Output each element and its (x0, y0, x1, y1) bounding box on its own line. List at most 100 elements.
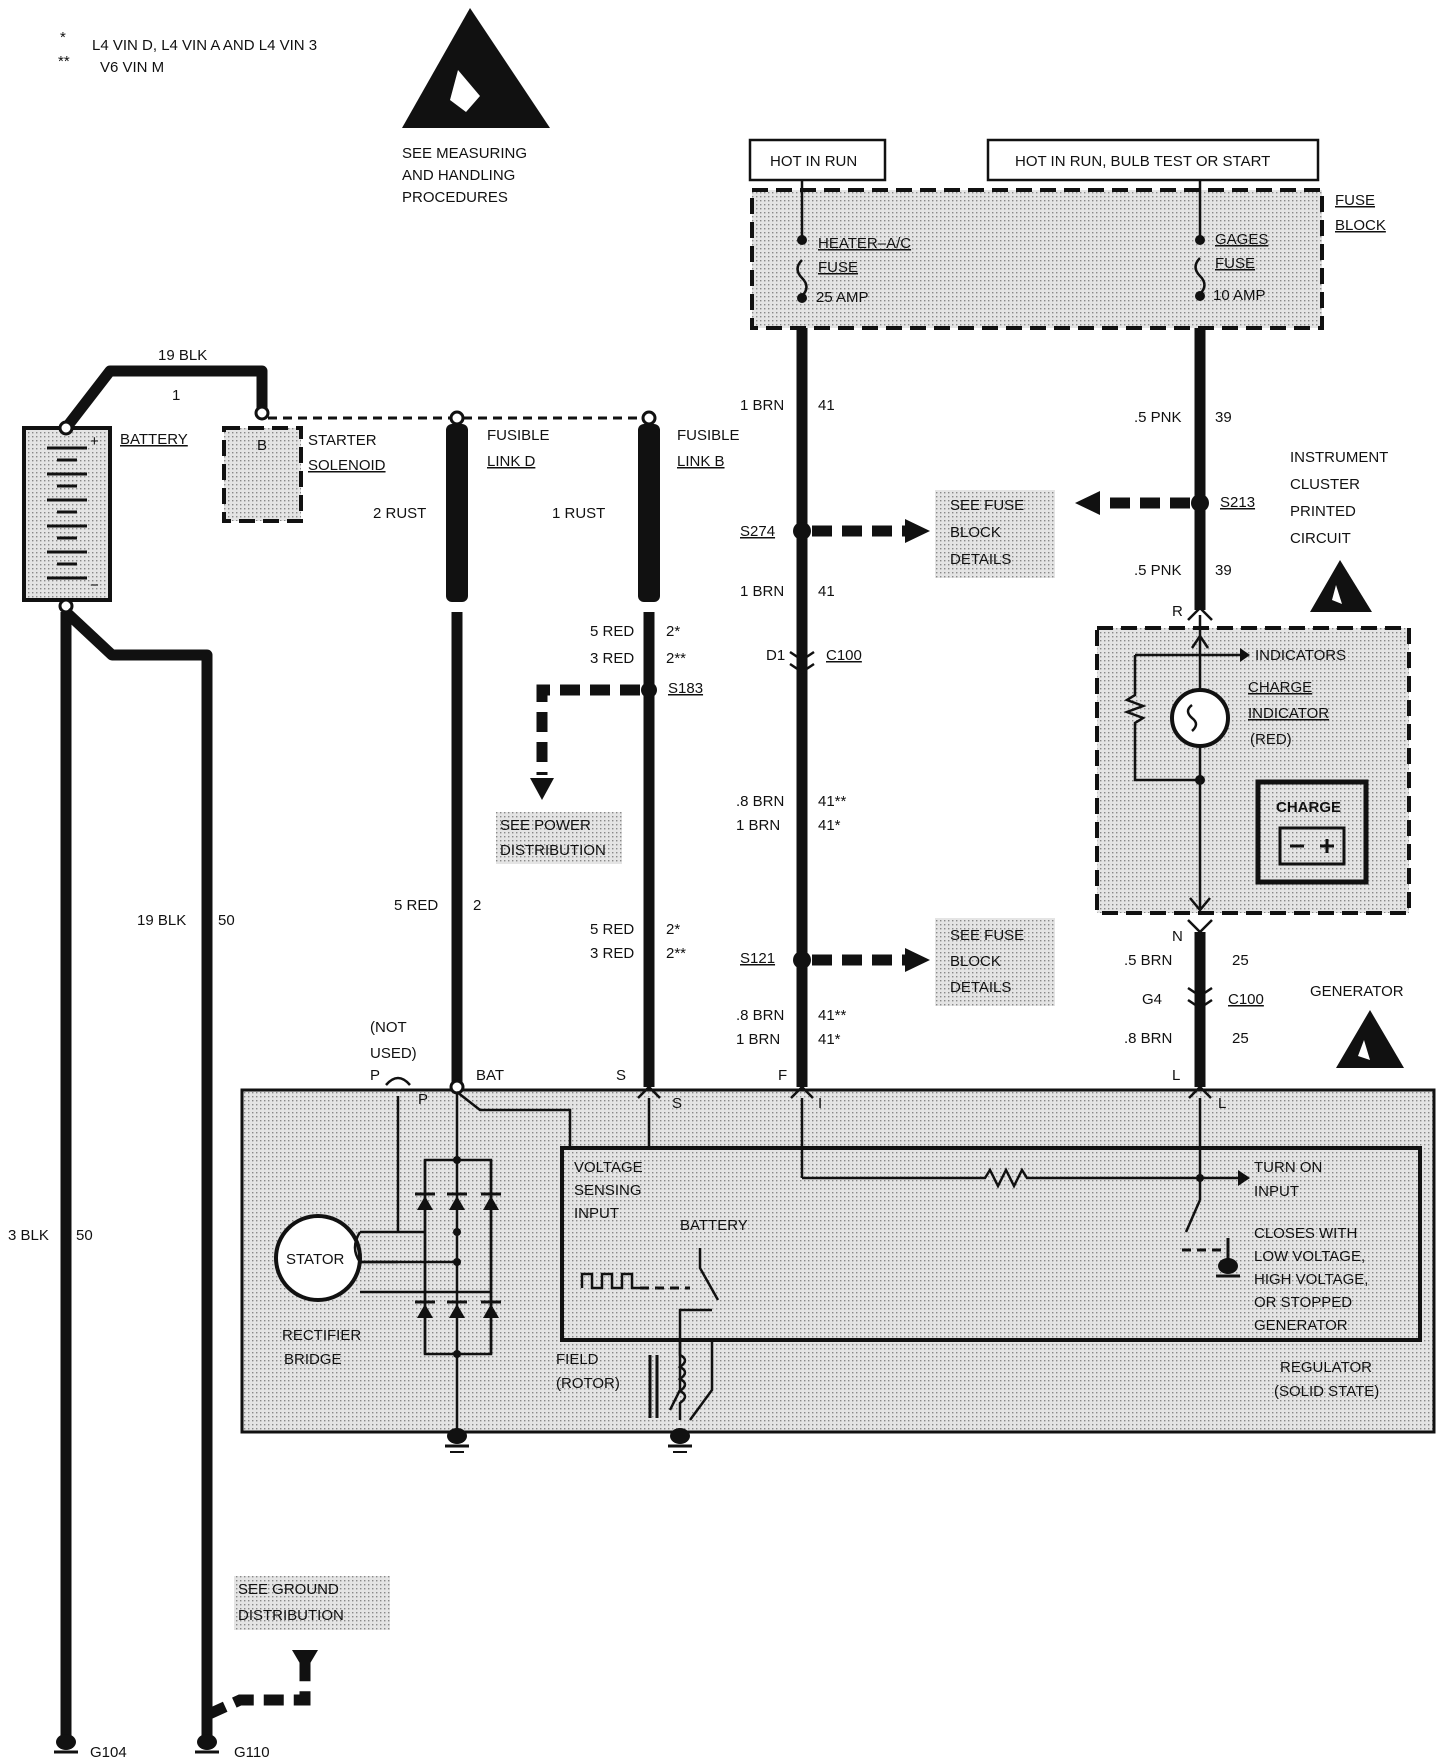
svg-text:P: P (418, 1091, 428, 1108)
ground-g110-icon (195, 1734, 219, 1754)
closes-switch-icon (1184, 1199, 1202, 1233)
svg-text:2*: 2* (666, 921, 680, 938)
esd-warning-icon (1336, 1010, 1404, 1068)
pulse-waveform-icon (580, 1272, 642, 1290)
field-rotor-coil-icon (648, 1340, 714, 1421)
svg-text:DISTRIBUTION: DISTRIBUTION (500, 842, 606, 859)
svg-text:N: N (1172, 928, 1183, 945)
wire-50-blk-g110 (62, 607, 213, 1715)
arrow-right-icon (905, 519, 930, 543)
terminal-p-cap (385, 1076, 411, 1086)
svg-text:PRINTED: PRINTED (1290, 503, 1356, 520)
hot-in-run-bulb-test-box: HOT IN RUN, BULB TEST OR START (986, 138, 1320, 182)
svg-text:.5 PNK: .5 PNK (1134, 562, 1182, 579)
battery-minus: − (90, 577, 99, 594)
svg-text:41: 41 (818, 583, 835, 600)
battery-symbol (22, 426, 112, 602)
svg-text:41*: 41* (818, 817, 841, 834)
svg-text:.8 BRN: .8 BRN (1124, 1030, 1172, 1047)
arrow-down-icon (292, 1650, 318, 1672)
svg-text:USED): USED) (370, 1045, 417, 1062)
splice-s274 (793, 522, 811, 540)
svg-text:HOT IN RUN, BULB TEST OR START: HOT IN RUN, BULB TEST OR START (1015, 153, 1270, 170)
svg-text:DISTRIBUTION: DISTRIBUTION (238, 1607, 344, 1624)
note-text-1: L4 VIN D, L4 VIN A AND L4 VIN 3 (92, 37, 317, 54)
svg-text:2**: 2** (666, 945, 686, 962)
svg-text:DETAILS: DETAILS (950, 979, 1011, 996)
svg-text:AND HANDLING: AND HANDLING (402, 167, 515, 184)
terminal-s-label: S (616, 1067, 626, 1084)
resistor-icon (1123, 655, 1200, 782)
svg-text:BLOCK: BLOCK (950, 524, 1001, 541)
power-distribution-dashed (536, 684, 640, 775)
gages-fuse-label: FUSE (1215, 255, 1255, 272)
svg-text:41: 41 (818, 397, 835, 414)
ground-icon (1216, 1238, 1240, 1278)
svg-text:3 RED: 3 RED (590, 650, 634, 667)
heater-fuse-icon (796, 259, 808, 297)
ground-icon (668, 1428, 692, 1453)
svg-text:39: 39 (1215, 562, 1232, 579)
svg-text:S: S (672, 1095, 682, 1112)
fusible-link-b (638, 424, 660, 602)
ground-g110-label: G110 (234, 1744, 270, 1758)
regulator-switch-icon (698, 1248, 720, 1301)
svg-text:SEE MEASURING: SEE MEASURING (402, 145, 527, 162)
stator (274, 1214, 362, 1302)
svg-text:INDICATOR: INDICATOR (1248, 705, 1329, 722)
starter-terminal-b: B (257, 437, 267, 454)
arrow-down-icon (530, 778, 554, 800)
svg-text:3 RED: 3 RED (590, 945, 634, 962)
svg-text:R: R (1172, 603, 1183, 620)
fuse-block (750, 188, 1324, 330)
svg-text:HIGH VOLTAGE,: HIGH VOLTAGE, (1254, 1271, 1368, 1288)
fusible-link-d-id: LINK D (487, 453, 536, 470)
heater-fuse-label: FUSE (818, 259, 858, 276)
svg-text:1 BRN: 1 BRN (736, 817, 780, 834)
battery-plus: + (90, 433, 99, 450)
svg-text:41**: 41** (818, 793, 847, 810)
svg-text:FIELD: FIELD (556, 1351, 599, 1368)
svg-text:SEE POWER: SEE POWER (500, 817, 591, 834)
svg-text:(ROTOR): (ROTOR) (556, 1375, 620, 1392)
svg-text:41**: 41** (818, 1007, 847, 1024)
svg-text:2**: 2** (666, 650, 686, 667)
svg-text:50: 50 (218, 912, 235, 929)
svg-text:3 BLK: 3 BLK (8, 1227, 49, 1244)
svg-text:SEE GROUND: SEE GROUND (238, 1581, 339, 1598)
heater-fuse-rating: 25 AMP (816, 289, 869, 306)
ground-distribution-dashed (201, 1660, 311, 1732)
svg-text:CIRCUIT: CIRCUIT (1290, 530, 1351, 547)
gages-fuse-name: GAGES (1215, 231, 1268, 248)
svg-text:5 RED: 5 RED (590, 623, 634, 640)
svg-text:D1: D1 (766, 647, 785, 664)
battery-positive-cable (61, 365, 268, 432)
svg-text:S213: S213 (1220, 494, 1255, 511)
svg-text:I: I (818, 1095, 822, 1112)
svg-text:TURN ON: TURN ON (1254, 1159, 1322, 1176)
svg-text:(SOLID STATE): (SOLID STATE) (1274, 1383, 1379, 1400)
svg-text:.5 PNK: .5 PNK (1134, 409, 1182, 426)
hot-in-run-box: HOT IN RUN (748, 138, 887, 182)
terminal-f-label: F (778, 1067, 787, 1084)
terminal-bat-label: BAT (476, 1067, 504, 1084)
generator-label: GENERATOR (1310, 983, 1404, 1000)
battery-cable-circuit: 1 (172, 387, 180, 404)
note-star-1: * (60, 29, 66, 46)
svg-text:BLOCK: BLOCK (950, 953, 1001, 970)
starter-label: STARTER (308, 432, 377, 449)
charge-lamp: CHARGE (1255, 779, 1369, 885)
svg-text:INPUT: INPUT (574, 1205, 619, 1222)
turn-on-resistor-icon (802, 1167, 1238, 1189)
splice-s183 (641, 682, 657, 698)
svg-text:REGULATOR: REGULATOR (1280, 1359, 1372, 1376)
svg-text:25: 25 (1232, 1030, 1249, 1047)
svg-text:5 RED: 5 RED (590, 921, 634, 938)
arrow-right-icon (905, 948, 930, 972)
heater-fuse-name: HEATER–A/C (818, 235, 911, 252)
svg-text:2*: 2* (666, 623, 680, 640)
footnotes: * L4 VIN D, L4 VIN A AND L4 VIN 3 ** V6 … (58, 29, 317, 76)
arrow-left-icon (1075, 491, 1100, 515)
svg-text:.8 BRN: .8 BRN (736, 793, 784, 810)
